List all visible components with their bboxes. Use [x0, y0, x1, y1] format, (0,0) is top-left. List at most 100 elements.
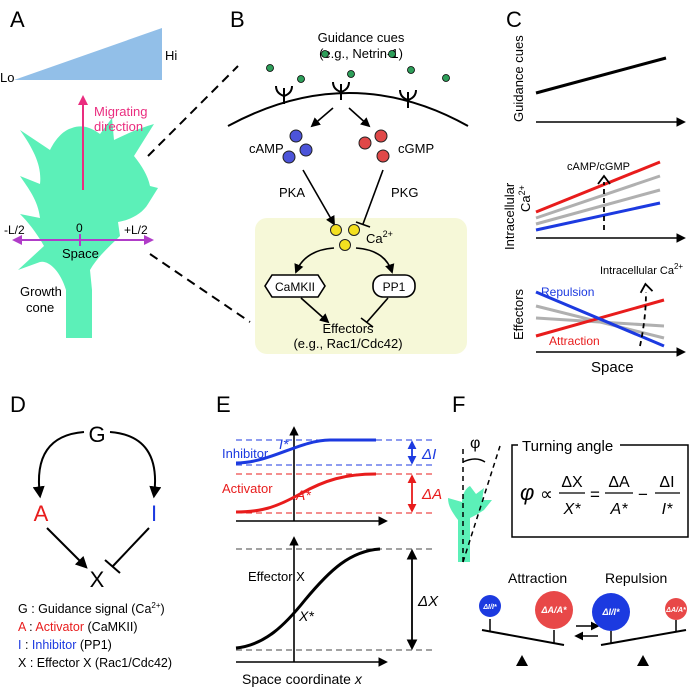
- zero-label: 0: [76, 221, 83, 235]
- cgmp-dot: [376, 149, 390, 163]
- formula-a-star: A*: [610, 501, 629, 518]
- intracellular-ylabel-2: Ca2+: [517, 185, 533, 212]
- legend-name: Effector X: [37, 656, 92, 670]
- effector-curve: [235, 547, 381, 650]
- arrow-to-camp: [310, 107, 334, 128]
- repulsion-inhibitor-ball: [592, 593, 630, 631]
- attraction-da-label: ΔA/A*: [540, 605, 567, 615]
- e-xlabel-var: x: [354, 671, 363, 687]
- ligand-dot: [388, 50, 396, 58]
- repulsion-activator-ball: [665, 598, 687, 620]
- ca-line-gray: [535, 188, 661, 226]
- legend-symbol: I: [18, 638, 21, 652]
- ligand-dot: [347, 70, 355, 78]
- pp1-inhibition-bar: [360, 317, 374, 328]
- guidance-ylabel: Guidance cues: [511, 35, 526, 122]
- ligand-dot: [407, 66, 415, 74]
- effector-label: Effector X: [248, 569, 305, 584]
- formula-proportional: ∝: [540, 484, 553, 504]
- attraction-activator-ball: [535, 591, 573, 629]
- panel-label-a: A: [10, 7, 25, 32]
- legend-row: A : Activator (CaMKII): [18, 620, 138, 634]
- e-xlabel-main: Space coordinate: [242, 671, 355, 687]
- panel-label-b: B: [230, 7, 245, 32]
- calcium-label: Ca2+: [366, 229, 393, 246]
- turning-direction-line: [462, 445, 501, 563]
- i-star-label: I*: [279, 436, 289, 452]
- legend-symbol: A: [18, 620, 27, 634]
- attraction-title: Attraction: [508, 570, 567, 586]
- zoom-line-top: [147, 65, 239, 157]
- repulsion-label: Repulsion: [541, 285, 594, 299]
- inhibitor-curve: [235, 438, 376, 465]
- receptor: [332, 81, 350, 100]
- turning-angle-title: Turning angle: [522, 438, 613, 455]
- delta-i-label: ΔI: [421, 446, 436, 463]
- space-xlabel: Space: [591, 359, 634, 376]
- ligand-dot: [321, 50, 329, 58]
- attraction-di-label: ΔI/I*: [482, 604, 497, 611]
- edge-g-to-a: [32, 431, 85, 499]
- legend-name: Activator: [35, 620, 84, 634]
- cgmp-dot: [374, 129, 388, 143]
- calcium-dot: [348, 224, 360, 236]
- turning-angle-formula: φ ∝ ΔX X* = ΔA A* − ΔI I*: [520, 474, 680, 518]
- repulsion-da-label: ΔA/A*: [665, 607, 686, 614]
- formula-equals: =: [590, 485, 600, 504]
- turning-angle-arc: [462, 458, 486, 463]
- effectors-ylabel: Effectors: [511, 288, 526, 340]
- legend-separator: :: [26, 620, 36, 634]
- calcium-label-main: Ca: [366, 231, 383, 246]
- legend-row: X : Effector X (Rac1/Cdc42): [18, 656, 172, 670]
- calcium-label-sup: 2+: [383, 229, 393, 239]
- growth-cone-label-2: cone: [26, 300, 54, 315]
- calcium-dot: [339, 239, 351, 251]
- panel-d: G A I X G : Guidance signal (Ca2+)A : Ac…: [18, 422, 172, 670]
- camp-dot: [282, 150, 296, 164]
- legend-detail: ): [161, 602, 165, 616]
- formula-minus: −: [638, 485, 648, 504]
- legend: G : Guidance signal (Ca2+)A : Activator …: [18, 601, 172, 670]
- panel-f: φ Turning angle φ ∝ ΔX X* = ΔA A* − ΔI I…: [448, 435, 689, 666]
- neg-l2-label: -L/2: [4, 223, 25, 237]
- pka-label: PKA: [279, 185, 305, 200]
- formula-delta-a: ΔA: [608, 474, 630, 491]
- node-x: X: [90, 567, 105, 592]
- cell-membrane: [227, 92, 469, 127]
- camp-dot: [299, 143, 313, 157]
- x-star-label: X*: [298, 608, 314, 624]
- calcium-dot: [330, 224, 342, 236]
- zoom-line-bottom: [149, 253, 251, 323]
- delta-x-label: ΔX: [417, 593, 439, 610]
- edge-a-to-x: [46, 527, 88, 569]
- legend-name: Guidance signal (Ca: [38, 602, 151, 616]
- panel-e: Inhibitor I* ΔI Activator A* ΔA Effector…: [222, 426, 442, 687]
- cgmp-dot: [358, 136, 372, 150]
- receptor: [275, 85, 293, 104]
- formula-x-star: X*: [563, 501, 582, 518]
- legend-detail: (PP1): [76, 638, 111, 652]
- ligand-dot: [297, 75, 305, 83]
- pkg-inhibition-line: [362, 169, 384, 225]
- e-xlabel: Space coordinate x: [242, 671, 363, 687]
- effectors-label: Effectors: [322, 321, 374, 336]
- intracellular-ylabel-1: Intracellular: [502, 182, 517, 250]
- intracellular-ylabel-sup: 2+: [517, 185, 527, 195]
- turning-angle-title-bg: [518, 436, 620, 454]
- inhibitor-label: Inhibitor: [222, 446, 269, 461]
- formula-phi: φ: [520, 480, 534, 505]
- arrow-to-cgmp: [348, 107, 371, 128]
- delta-a-label: ΔA: [421, 486, 442, 503]
- intracellular-ca-note-sup: 2+: [674, 262, 683, 271]
- pos-l2-label: +L/2: [124, 223, 148, 237]
- ca-line-gray: [535, 174, 661, 220]
- cgmp-label: cGMP: [398, 141, 434, 156]
- activator-curve: [235, 472, 377, 514]
- migrating-label-1: Migrating: [94, 104, 147, 119]
- hi-label: Hi: [165, 48, 177, 63]
- intracellular-ca-arrowhead: [639, 282, 654, 294]
- legend-detail: (CaMKII): [84, 620, 137, 634]
- edge-i-to-x: [112, 527, 150, 567]
- node-g: G: [88, 422, 105, 447]
